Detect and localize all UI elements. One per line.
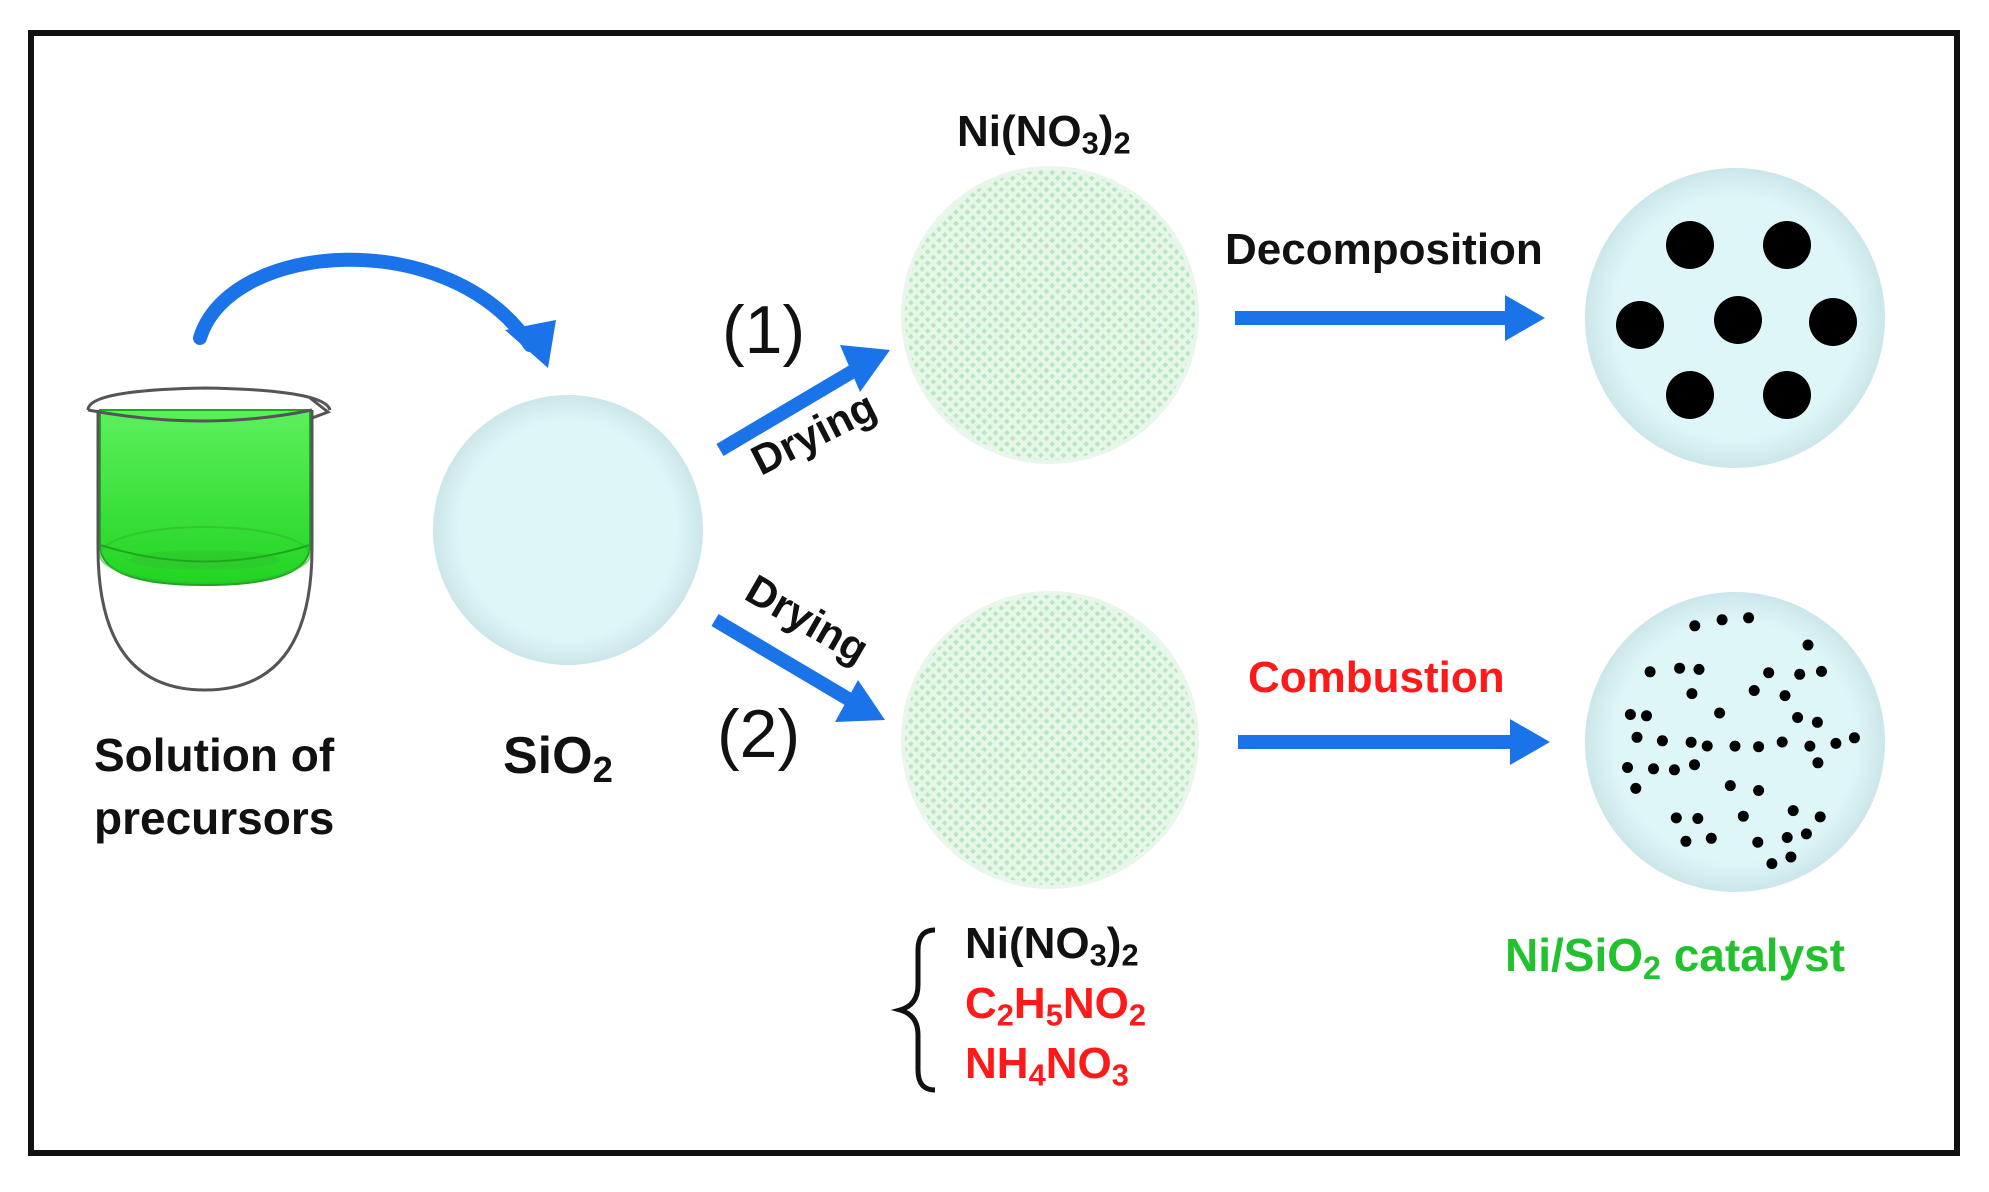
- formula-part: NO: [1045, 1039, 1112, 1088]
- catalyst-label: Ni/SiO2 catalyst: [1505, 929, 1846, 987]
- formula-part: 2: [1128, 997, 1146, 1033]
- nanoparticle-icon: [1668, 764, 1680, 776]
- nanoparticle-icon: [1748, 685, 1760, 696]
- nanoparticle-icon: [1701, 740, 1713, 752]
- nanoparticle-icon: [1641, 710, 1652, 722]
- nanoparticle-icon: [1743, 612, 1755, 624]
- formula-part: 4: [1028, 1057, 1046, 1093]
- beaker-label-line-2: precursors: [94, 792, 335, 844]
- nanoparticle-icon: [1814, 811, 1826, 823]
- nanoparticle-icon: [1737, 810, 1749, 822]
- nanoparticle-icon: [1631, 731, 1643, 743]
- nanoparticle-icon: [1714, 707, 1726, 719]
- nanoparticle-icon: [1794, 668, 1806, 680]
- nanoparticle-icon: [1830, 737, 1842, 749]
- nanoparticle-icon: [1724, 780, 1736, 792]
- mixture-formula-2: C2H5NO2: [965, 979, 1146, 1031]
- catalyst-sphere-large-particles: [1585, 168, 1885, 468]
- curved-arrow-icon: [193, 252, 556, 368]
- nanoparticle-icon: [1781, 832, 1793, 843]
- nanoparticle-icon: [1792, 712, 1804, 723]
- support-label: SiO2: [503, 727, 613, 791]
- nanoparticle-icon: [1785, 851, 1797, 863]
- nanoparticle-icon: [1763, 221, 1811, 269]
- nanoparticle-icon: [1779, 690, 1791, 702]
- formula-part: 3: [1089, 937, 1107, 973]
- formula-part: H: [1013, 979, 1046, 1028]
- decomposition-label: Decomposition: [1225, 225, 1543, 274]
- decomposition-arrow: [1235, 295, 1545, 341]
- nanoparticle-icon: [1630, 782, 1642, 794]
- nanoparticle-icon: [1666, 221, 1714, 269]
- nanoparticle-icon: [1714, 296, 1762, 344]
- nanoparticle-icon: [1753, 741, 1765, 753]
- nanoparticle-icon: [1766, 858, 1778, 870]
- formula-part: ): [1106, 919, 1122, 968]
- route-1-label: (1): [722, 292, 806, 368]
- figure-frame: [28, 30, 1960, 1156]
- route-2-arrow: [711, 613, 885, 722]
- nanoparticle-icon: [1674, 662, 1686, 674]
- formula-part: 3: [1111, 1057, 1129, 1093]
- mixture-formula-3: NH4NO3: [965, 1039, 1129, 1091]
- nanoparticle-icon: [1776, 736, 1788, 748]
- nanoparticle-icon: [1804, 740, 1816, 752]
- nanoparticle-icon: [1670, 812, 1682, 824]
- nanoparticle-icon: [1644, 666, 1656, 678]
- nanoparticle-icon: [1693, 663, 1705, 675]
- precursor-label-top: Ni(NO3)2: [957, 107, 1131, 161]
- brace-icon: [890, 927, 936, 1093]
- nanoparticle-icon: [1816, 665, 1827, 677]
- formula-part: C: [965, 979, 997, 1028]
- nanoparticle-icon: [1666, 371, 1714, 419]
- nanoparticle-icon: [1648, 763, 1659, 775]
- nanoparticle-icon: [1616, 301, 1664, 349]
- nanoparticle-icon: [1811, 716, 1823, 728]
- formula-part: 5: [1045, 997, 1063, 1033]
- nanoparticle-icon: [1763, 371, 1811, 419]
- mixture-formula-1: Ni(NO3)2: [965, 919, 1139, 971]
- nanoparticle-icon: [1685, 736, 1697, 748]
- nanoparticle-icon: [1800, 828, 1812, 840]
- formula-part: 2: [996, 997, 1014, 1033]
- nanoparticle-icon: [1716, 614, 1728, 626]
- nanoparticle-icon: [1624, 709, 1636, 720]
- beaker-label-line-1: Solution of: [94, 729, 335, 781]
- nanoparticle-icon: [1680, 835, 1692, 847]
- nanoparticle-icon: [1763, 667, 1775, 679]
- nanoparticle-icon: [1809, 298, 1857, 346]
- formula-part: 2: [1121, 937, 1139, 973]
- route-1-arrow: [716, 345, 890, 457]
- formula-part: NH: [965, 1039, 1029, 1088]
- impregnated-sphere-icon: [901, 166, 1199, 464]
- nanoparticle-icon: [1752, 836, 1764, 848]
- beaker-icon: [86, 386, 332, 692]
- nanoparticle-icon: [1848, 732, 1860, 744]
- nanoparticle-icon: [1812, 757, 1824, 769]
- nanoparticle-icon: [1802, 639, 1814, 651]
- formula-part: Ni(NO: [965, 919, 1090, 968]
- nanoparticle-icon: [1705, 832, 1717, 844]
- nanoparticle-icon: [1729, 740, 1741, 752]
- combustion-label: Combustion: [1248, 653, 1505, 702]
- formula-part: NO: [1062, 979, 1129, 1028]
- nanoparticle-icon: [1622, 762, 1633, 773]
- impregnated-sphere-icon: [901, 591, 1199, 889]
- combustion-arrow: [1238, 719, 1550, 765]
- support-sphere-icon: [433, 395, 703, 665]
- route-2-label: (2): [717, 696, 801, 772]
- nanoparticle-icon: [1753, 785, 1765, 796]
- catalyst-sphere-small-particles: [1585, 592, 1885, 892]
- nanoparticle-icon: [1692, 813, 1704, 824]
- nanoparticle-icon: [1686, 688, 1698, 700]
- nanoparticle-icon: [1689, 620, 1701, 632]
- nanoparticle-icon: [1656, 735, 1668, 747]
- nanoparticle-icon: [1787, 805, 1799, 817]
- nanoparticle-icon: [1689, 759, 1700, 771]
